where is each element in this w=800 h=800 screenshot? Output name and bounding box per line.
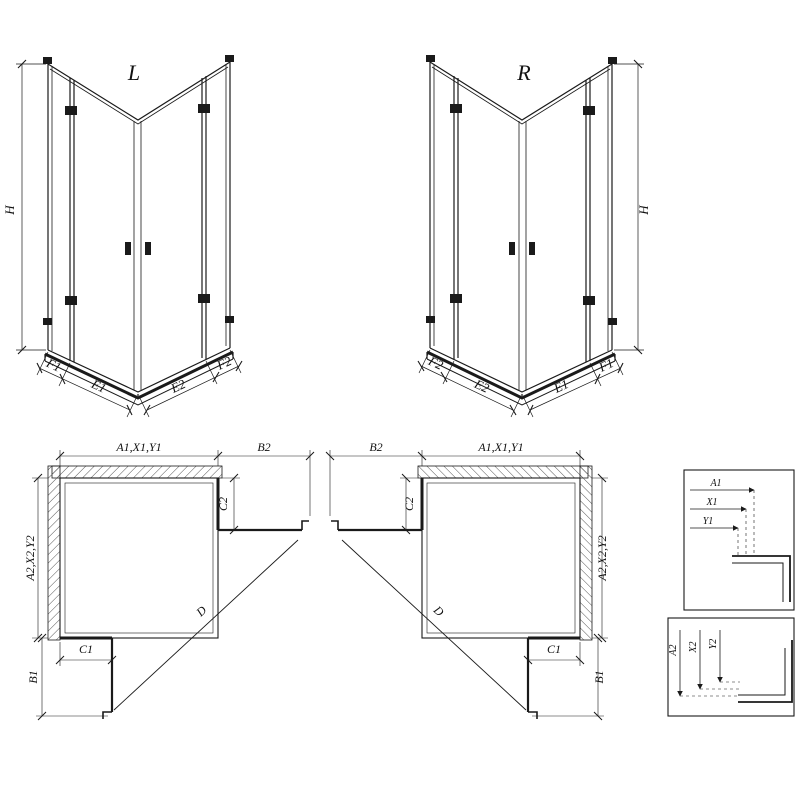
plan-right-c1-dim: C1 (547, 642, 561, 656)
detail-profile-bottom (667, 617, 795, 717)
iso-right-height-label: H (636, 205, 651, 216)
detail-a2-label: A2 (668, 644, 679, 656)
iso-left-dim-f2: F2 (213, 353, 234, 373)
detail-y1-label: Y1 (703, 516, 714, 527)
iso-right-dim-f1: F1 (595, 355, 615, 375)
plan-left-b1-dim: B1 (26, 670, 40, 683)
plan-view-left (30, 448, 316, 722)
detail-a1-label: A1 (709, 478, 721, 489)
plan-view-right (324, 448, 610, 722)
detail-profile-top (683, 469, 795, 611)
plan-left-top-dim: A1,X1,Y1 (115, 440, 161, 454)
detail-x1-label: X1 (705, 497, 717, 508)
plan-left-d-dim: D (193, 603, 210, 620)
detail-top-frame (683, 469, 795, 611)
iso-left-dim-e2: E2 (167, 376, 188, 396)
iso-right-dim-e2: E2 (471, 376, 492, 396)
iso-left-dim-f1: F1 (43, 355, 63, 375)
iso-right-dim-f2: F2 (425, 353, 446, 373)
plan-left-c2-dim: C2 (216, 497, 230, 511)
plan-left-side-dim: A2,X2,Y2 (23, 535, 37, 581)
detail-bottom-reference-lines (680, 681, 740, 697)
iso-left-dim-e1: E1 (88, 376, 108, 396)
plan-right-b1-dim: B1 (592, 670, 606, 683)
iso-left-height-label: H (2, 205, 17, 216)
plan-right-top-dim: A1,X1,Y1 (477, 440, 523, 454)
iso-left-view-label: L (127, 60, 140, 85)
detail-top-profile-inner (732, 562, 784, 602)
detail-bottom-frame (667, 617, 795, 717)
detail-bottom-profile-inner (738, 648, 786, 696)
plan-right-b2-dim: B2 (369, 440, 382, 454)
detail-y2-label: Y2 (708, 639, 719, 650)
plan-right-side-dim: A2,X2,Y2 (595, 535, 609, 581)
plan-right-c2-dim: C2 (402, 497, 416, 511)
detail-x2-label: X2 (688, 641, 699, 653)
plan-right-d-dim: D (430, 602, 447, 619)
plan-left-c1-dim: C1 (79, 642, 93, 656)
detail-bottom-profile-outer (738, 640, 793, 703)
plan-left-b2-dim: B2 (257, 440, 270, 454)
detail-top-reference-lines (737, 490, 755, 556)
iso-right-dim-e1: E1 (550, 376, 570, 396)
iso-right-view-label: R (516, 60, 531, 85)
detail-top-profile-outer (732, 555, 791, 602)
